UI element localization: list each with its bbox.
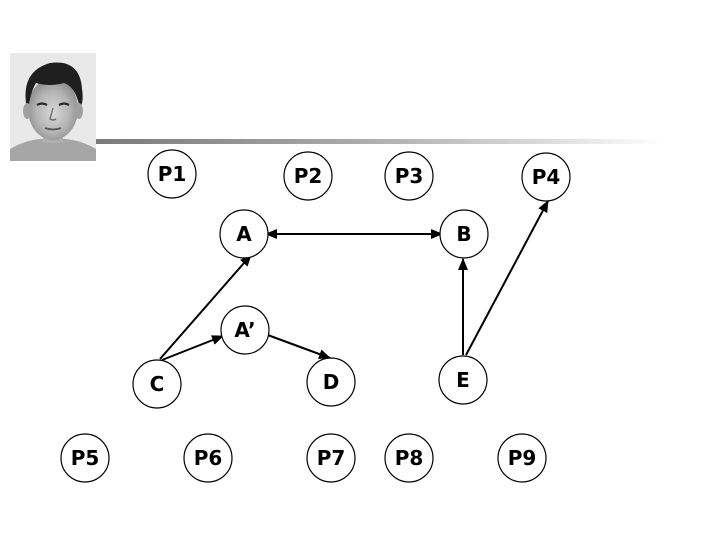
node-p5-label: P5 (71, 446, 100, 470)
node-p9: P9 (497, 433, 547, 483)
node-b: B (439, 209, 489, 259)
node-b-label: B (456, 222, 471, 246)
node-p7-label: P7 (317, 446, 346, 470)
node-d: D (306, 357, 356, 407)
edge-a-prime-d (264, 333, 331, 359)
node-p2: P2 (283, 151, 333, 201)
edge-c-a-prime (161, 335, 224, 361)
node-p1-label: P1 (158, 162, 187, 186)
node-e: E (438, 355, 488, 405)
node-p5: P5 (60, 433, 110, 483)
node-p2-label: P2 (294, 164, 323, 188)
node-e-label: E (456, 368, 470, 392)
node-p6: P6 (183, 433, 233, 483)
node-a-prime: A’ (220, 305, 270, 355)
node-p1: P1 (147, 149, 197, 199)
node-a: A (219, 209, 269, 259)
node-a-label: A (236, 222, 252, 246)
node-p8-label: P8 (395, 446, 424, 470)
node-p3: P3 (384, 151, 434, 201)
node-d-label: D (323, 370, 340, 394)
node-p7: P7 (306, 433, 356, 483)
node-p3-label: P3 (395, 164, 424, 188)
node-c: C (132, 359, 182, 409)
header-divider (96, 139, 664, 144)
node-p4-label: P4 (532, 165, 561, 189)
node-c-label: C (150, 372, 165, 396)
node-a-prime-label: A’ (234, 318, 255, 342)
node-p9-label: P9 (508, 446, 537, 470)
nodes: P1 P2 P3 P4 A B (60, 149, 571, 483)
edge-c-a (159, 254, 252, 360)
edge-e-p4 (465, 200, 549, 356)
node-p6-label: P6 (194, 446, 223, 470)
node-p8: P8 (384, 433, 434, 483)
edges (159, 200, 549, 361)
node-p4: P4 (521, 152, 571, 202)
portrait-photo (10, 53, 96, 161)
